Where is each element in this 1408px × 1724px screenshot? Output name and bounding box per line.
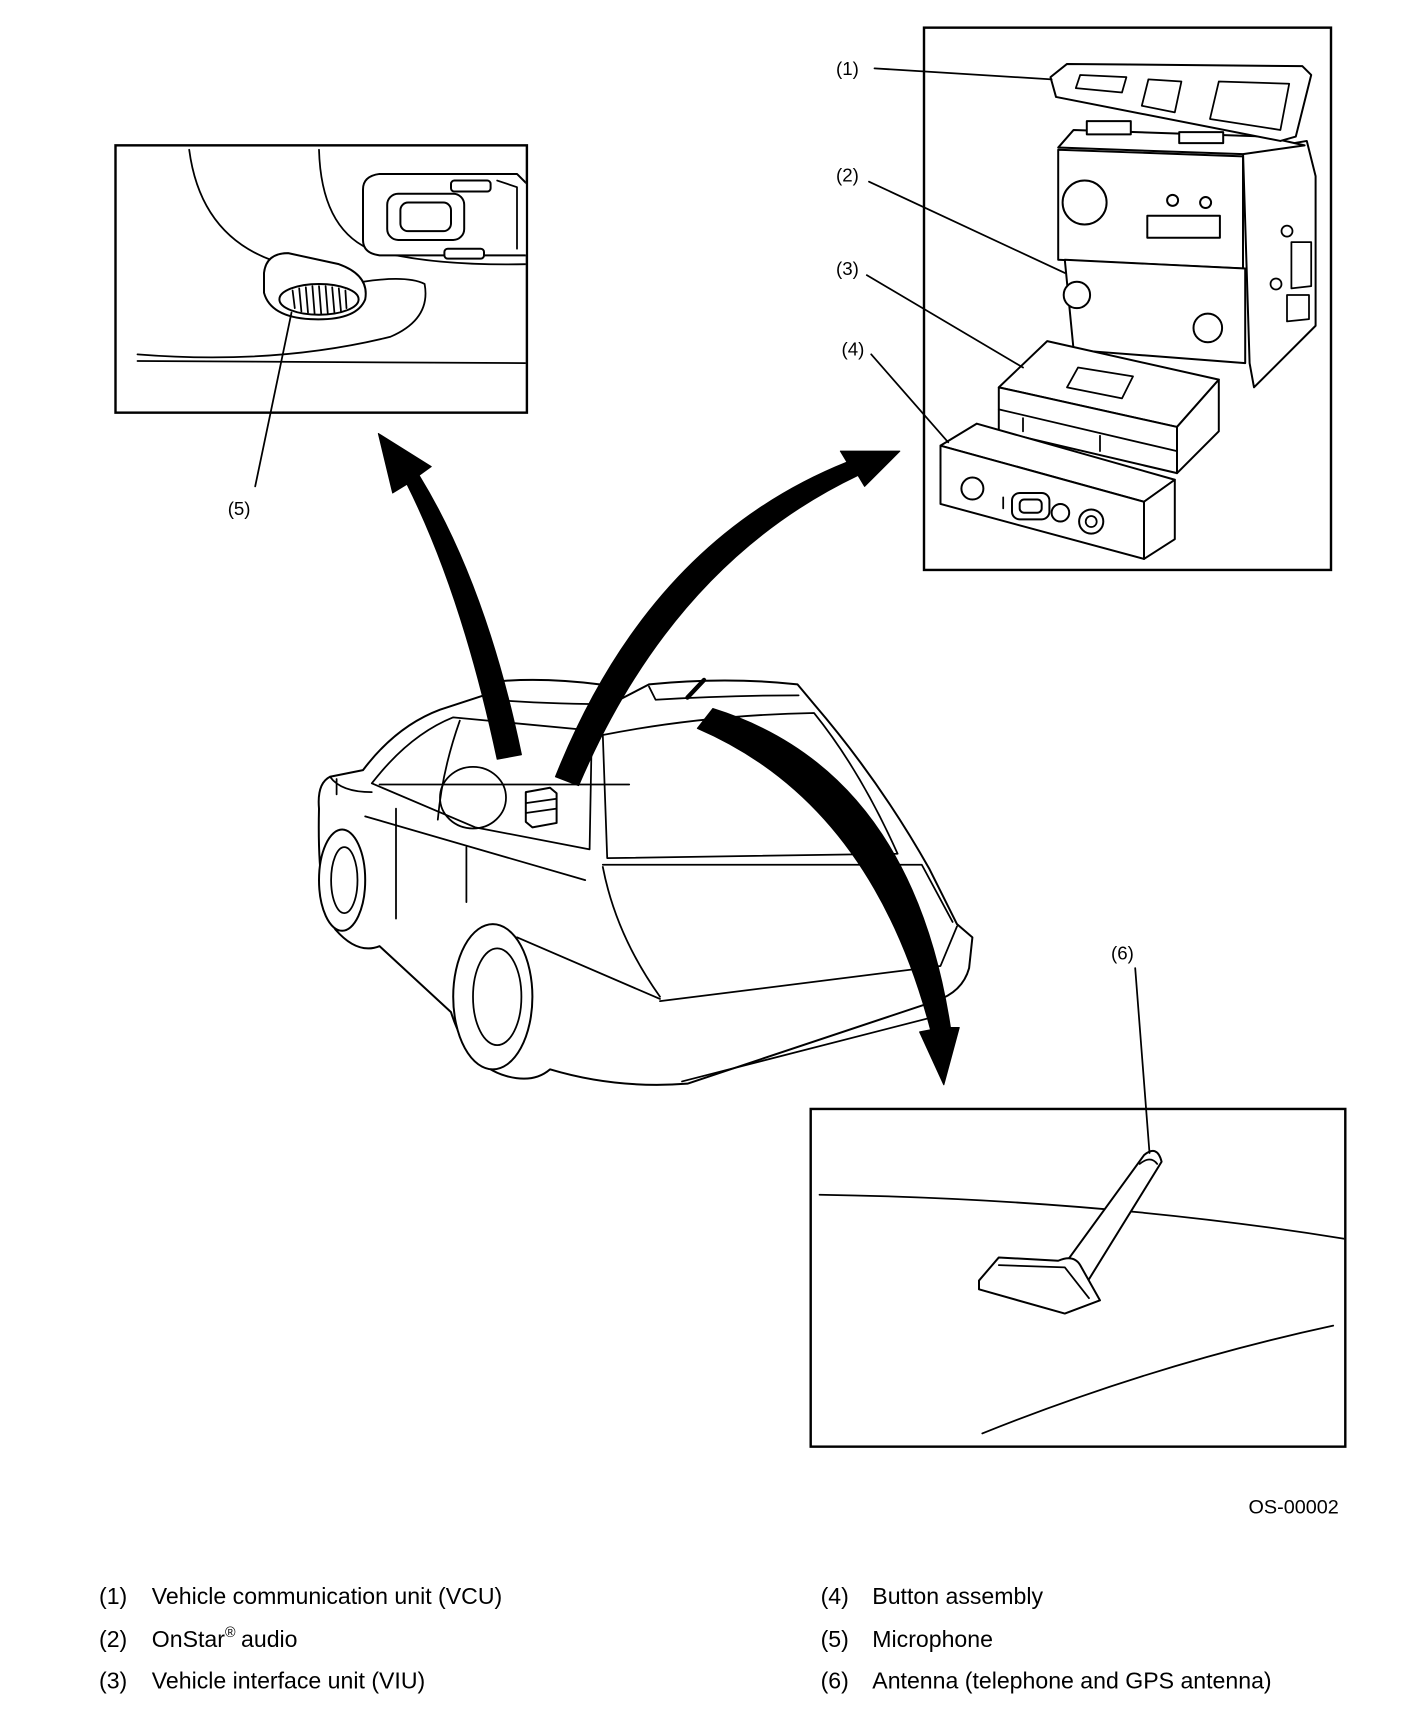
- microphone-grille-slots: [291, 285, 348, 315]
- arrow-to-microphone: [377, 433, 522, 760]
- dome-light-switch-bottom: [443, 247, 485, 260]
- legend-text-6: Antenna (telephone and GPS antenna): [872, 1668, 1271, 1694]
- vehicle-steering-wheel: [439, 765, 507, 830]
- vcu-window-3: [1209, 80, 1291, 131]
- vehicle-roof-antenna: [685, 677, 707, 700]
- leader-line-antenna: [1134, 967, 1151, 1154]
- onstar-audio-unit: [1057, 120, 1317, 389]
- legend-text-4: Button assembly: [872, 1583, 1043, 1609]
- vehicle-rear-bumper: [659, 925, 958, 1083]
- legend-text-1: Vehicle communication unit (VCU): [152, 1583, 502, 1609]
- vehicle-rear-window: [601, 712, 899, 860]
- legend-num-1: (1): [99, 1583, 127, 1609]
- button-assembly-side: [1143, 478, 1176, 560]
- leader-line-button-assembly: [870, 353, 950, 444]
- legend-num-3: (3): [99, 1668, 127, 1694]
- audio-display: [1146, 214, 1221, 239]
- legend-text-2-registered-mark: ®: [225, 1625, 236, 1641]
- button-onstar-inner-icon: [1018, 498, 1043, 514]
- vehicle-rear-quarter-line: [516, 936, 661, 1000]
- lower-trim-line: [136, 360, 526, 365]
- vcu-part: [1049, 62, 1313, 142]
- vehicle-body-crease: [364, 815, 587, 882]
- legend-text-2: OnStar® audio: [152, 1625, 298, 1652]
- vehicle-unit-box-lines: [524, 797, 558, 814]
- button-assembly-part: [939, 422, 1176, 560]
- leader-line-viu: [865, 274, 1024, 369]
- legend-text-3: Vehicle interface unit (VIU): [152, 1668, 425, 1694]
- legend-num-6: (6): [821, 1668, 849, 1694]
- viu-part: [997, 340, 1220, 475]
- button-emergency-icon: [1078, 508, 1105, 535]
- legend-text-2-main: OnStar: [152, 1626, 225, 1652]
- antenna-detail-box: [809, 1107, 1347, 1448]
- leader-line-vcu: [873, 67, 1053, 81]
- roof-contour-lower: [981, 1324, 1335, 1435]
- audio-side-hole-1: [1280, 224, 1294, 238]
- arrow-to-components: [554, 450, 901, 787]
- vehicle-rear-wheel-hub: [472, 947, 523, 1047]
- roof-contour-upper: [818, 1193, 1345, 1240]
- audio-indicator-right: [1199, 196, 1213, 210]
- vcu-window-1: [1074, 74, 1128, 94]
- viu-seam-lines: [997, 408, 1178, 453]
- audio-mount-tab-right: [1178, 131, 1225, 145]
- dome-light-switch-top: [450, 179, 492, 193]
- vehicle-unit-box: [524, 786, 558, 829]
- audio-side-hole-2: [1269, 277, 1283, 291]
- microphone-part: [263, 252, 367, 321]
- callout-antenna: (6): [1111, 942, 1134, 963]
- button-left-icon: [960, 476, 985, 501]
- components-detail-box: [922, 26, 1333, 572]
- microphone-detail-box: [114, 144, 529, 414]
- audio-mount-tab-left: [1085, 120, 1132, 136]
- trim-curve-line: [136, 278, 427, 359]
- antenna-base-ridge: [997, 1264, 1090, 1300]
- vehicle-hood-line: [329, 775, 373, 796]
- audio-large-knob: [1061, 179, 1108, 226]
- antenna-mast: [1055, 1149, 1163, 1284]
- callout-audio: (2): [836, 165, 859, 186]
- leader-line-audio: [868, 180, 1066, 274]
- callout-microphone: (5): [228, 498, 251, 519]
- vcu-window-2: [1140, 78, 1183, 114]
- viu-label: [1066, 366, 1134, 400]
- dome-light-edge: [496, 179, 518, 250]
- legend-num-4: (4): [821, 1583, 849, 1609]
- vehicle-window-pillar: [436, 719, 461, 821]
- figure-id: OS-00002: [1249, 1497, 1339, 1519]
- callout-viu: (3): [836, 258, 859, 279]
- legend-text-2-after: audio: [241, 1626, 298, 1652]
- callout-button-assembly: (4): [842, 338, 865, 359]
- legend: (1) Vehicle communication unit (VCU) (2)…: [99, 1583, 1272, 1694]
- vehicle-rear-hatch-lines: [601, 863, 954, 998]
- dome-light: [362, 172, 526, 260]
- antenna-mast-tip: [1138, 1158, 1159, 1165]
- legend-num-5: (5): [821, 1626, 849, 1652]
- audio-side-bracket: [1242, 139, 1317, 389]
- audio-side-connectors: [1286, 241, 1313, 323]
- vehicle-unit-location: [524, 786, 558, 829]
- antenna-base: [978, 1256, 1101, 1315]
- viu-side-face: [1176, 378, 1220, 475]
- pillar-trim-line: [188, 148, 272, 261]
- audio-lower-face: [1063, 258, 1247, 365]
- vehicle-front-wheel-hub: [330, 846, 359, 915]
- vehicle-door-seams: [395, 807, 468, 920]
- antenna-part: [978, 1149, 1163, 1315]
- button-middle-icon: [1050, 502, 1071, 523]
- audio-bottom-knob: [1192, 312, 1224, 344]
- dome-light-inner: [399, 201, 452, 233]
- audio-small-knob: [1062, 280, 1092, 310]
- legend-num-2: (2): [99, 1626, 127, 1652]
- callout-vcu: (1): [836, 58, 859, 79]
- leader-line-microphone: [254, 311, 293, 488]
- button-emergency-inner-icon: [1084, 515, 1098, 528]
- audio-indicator-left: [1166, 193, 1180, 207]
- arrow-to-antenna: [696, 708, 960, 1086]
- legend-text-5: Microphone: [872, 1626, 993, 1652]
